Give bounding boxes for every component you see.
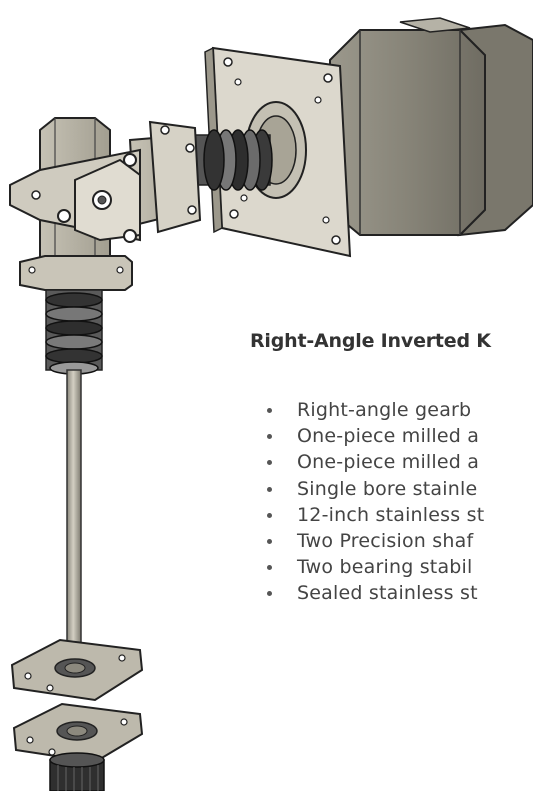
bullet-icon bbox=[267, 539, 272, 545]
list-item: 12-inch stainless st bbox=[250, 502, 533, 528]
feature-text: One-piece milled a bbox=[297, 425, 480, 448]
bullet-icon bbox=[267, 565, 272, 571]
list-item: Single bore stainle bbox=[250, 476, 533, 502]
bullet-icon bbox=[267, 408, 272, 413]
list-item: Sealed stainless st bbox=[250, 580, 533, 606]
bullet-icon bbox=[267, 591, 272, 597]
list-item: Two bearing stabil bbox=[250, 554, 533, 580]
feature-list: Right-angle gearb One-piece milled a One… bbox=[250, 397, 533, 607]
bullet-icon bbox=[267, 486, 272, 492]
bearing-stabilizer-upper bbox=[10, 638, 144, 702]
list-item: One-piece milled a bbox=[250, 423, 533, 449]
gearbox-arm bbox=[128, 120, 202, 234]
gearbox-housing bbox=[9, 117, 141, 291]
bearing-stabilizer-lower bbox=[12, 702, 144, 764]
feature-text: 12-inch stainless st bbox=[297, 503, 485, 526]
feature-text: Two bearing stabil bbox=[297, 556, 473, 579]
list-item: Right-angle gearb bbox=[250, 397, 533, 423]
list-item: Two Precision shaf bbox=[250, 528, 533, 554]
feature-text: One-piece milled a bbox=[297, 451, 480, 474]
feature-text: Sealed stainless st bbox=[297, 582, 478, 605]
stainless-shaft bbox=[66, 369, 82, 681]
motor bbox=[329, 17, 533, 237]
timing-pulley bbox=[49, 752, 105, 791]
bullet-icon bbox=[267, 512, 272, 518]
product-description-panel: Right-Angle Inverted K Right-angle gearb… bbox=[250, 328, 533, 607]
horizontal-coupling bbox=[189, 129, 273, 191]
feature-text: Two Precision shaf bbox=[297, 530, 474, 553]
product-heading: Right-Angle Inverted K bbox=[250, 330, 491, 352]
feature-text: Right-angle gearb bbox=[297, 399, 472, 421]
list-item: One-piece milled a bbox=[250, 449, 533, 475]
bullet-icon bbox=[267, 434, 272, 440]
vertical-coupling bbox=[45, 289, 103, 375]
bullet-icon bbox=[267, 460, 272, 466]
feature-text: Single bore stainle bbox=[297, 477, 478, 500]
